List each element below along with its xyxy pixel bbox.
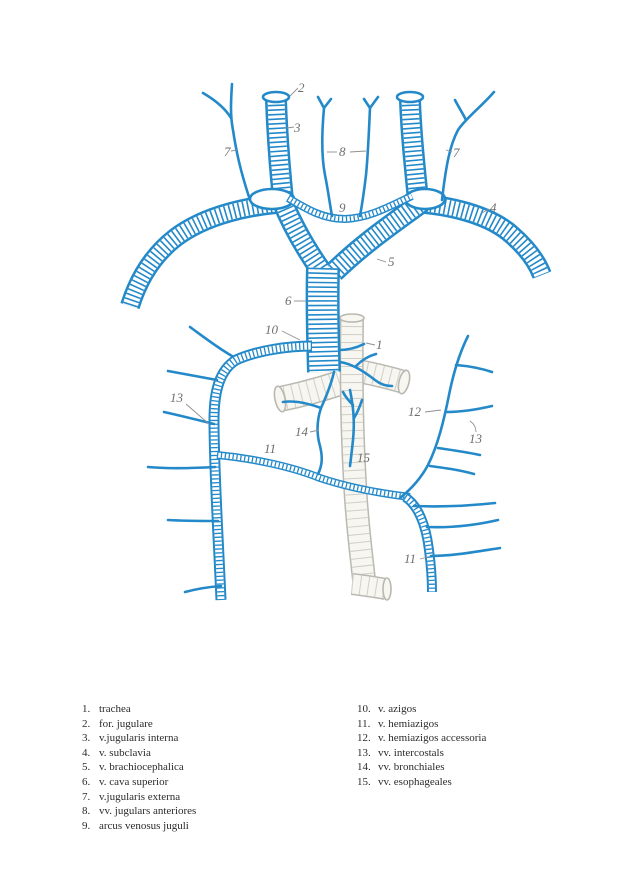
legend-item: 5. v. brachiocephalica <box>82 760 196 775</box>
bronchus-left-end <box>273 385 287 413</box>
accessory-hemiazygos-vein <box>398 334 470 500</box>
legend-text: vv. jugulars anteriores <box>99 805 197 818</box>
esophagus-tube <box>339 313 392 601</box>
legend-text: v. cava superior <box>99 775 169 788</box>
hemiazygos-vein <box>217 455 410 497</box>
legend-number: 6. <box>82 775 91 788</box>
legend-text: v. hemiazigos accessoria <box>378 732 487 745</box>
label-esophageales: 15 <box>357 450 371 465</box>
label-subclavia: 4 <box>490 200 497 215</box>
hemiazygos-vein-lower <box>405 497 432 592</box>
legend-text: v. brachiocephalica <box>99 761 184 774</box>
legend-item: 11. v. hemiazigos <box>357 717 486 732</box>
legend-column-right: 10. v. azigos 11. v. hemiazigos 12. v. hemi… <box>357 702 486 790</box>
label-jugularis-externa-right: 7 <box>453 145 460 160</box>
legend-number: 9. <box>82 819 91 832</box>
venous-system-diagram: 2 3 8 7 7 9 4 5 6 10 1 13 12 14 13 11 15… <box>0 80 640 680</box>
diagram-labels: 2 3 8 7 7 9 4 5 6 10 1 13 12 14 13 11 15… <box>170 80 497 566</box>
legend-text: trachea <box>99 703 131 715</box>
label-azigos: 10 <box>265 322 279 337</box>
label-bronchiales: 14 <box>295 424 309 439</box>
bronchus-left <box>272 383 340 413</box>
legend-item: 7. v.jugularis externa <box>82 790 196 805</box>
legend-item: 12. v. hemiazigos accessoria <box>357 731 486 746</box>
legend-number: 11. <box>357 717 371 730</box>
label-cava-superior: 6 <box>285 293 292 308</box>
legend-text: v. azigos <box>378 703 417 715</box>
legend-number: 3. <box>82 732 91 745</box>
subclavian-vein-left <box>130 203 290 306</box>
bronchus-right-end <box>397 369 411 395</box>
legend-text: v. subclavia <box>99 746 151 759</box>
legend-number: 14. <box>357 761 371 774</box>
label-leader-lines <box>185 87 490 560</box>
legend-text: vv. intercostals <box>378 746 444 759</box>
label-foramen-jugulare: 2 <box>298 80 305 95</box>
legend-number: 7. <box>82 790 91 803</box>
subclavian-vein-right <box>412 203 542 275</box>
legend-item: 2. for. jugulare <box>82 717 196 732</box>
venous-angle-left <box>248 187 296 211</box>
trachea-structure <box>272 313 412 601</box>
bronchus-right <box>358 369 412 395</box>
label-hemiazigos-right: 11 <box>404 551 416 566</box>
legend-item: 10. v. azigos <box>357 702 486 717</box>
foramen-jugulare-right <box>395 90 425 104</box>
label-brachiocephalica: 5 <box>388 254 395 269</box>
label-jugularis-externa-left: 7 <box>224 144 231 159</box>
label-hemiazigos-accessoria: 12 <box>408 404 422 419</box>
legend-item: 6. v. cava superior <box>82 775 196 790</box>
legend-number: 2. <box>82 717 91 730</box>
legend-number: 5. <box>82 761 91 774</box>
external-jugular-vein-right <box>440 90 496 202</box>
internal-jugular-vein-left <box>276 100 283 200</box>
label-hemiazigos-left: 11 <box>264 441 276 456</box>
legend-number: 15. <box>357 775 371 788</box>
legend-number: 8. <box>82 805 91 818</box>
label-intercostales-right: 13 <box>469 431 483 446</box>
label-intercostales-left: 13 <box>170 390 184 405</box>
esophagus-top-end <box>339 313 365 323</box>
legend-item: 14. vv. bronchiales <box>357 760 486 775</box>
internal-jugular-vein-right <box>410 100 418 200</box>
legend-number: 13. <box>357 746 371 759</box>
superior-vena-cava <box>323 268 324 372</box>
legend-text: vv. bronchiales <box>378 761 445 774</box>
legend-text: v. hemiazigos <box>378 717 439 730</box>
intercostal-veins-right <box>412 363 502 558</box>
bronchial-veins <box>281 342 394 476</box>
legend-text: v.jugularis interna <box>99 732 179 745</box>
legend-text: v.jugularis externa <box>99 790 181 803</box>
legend-item: 13. vv. intercostals <box>357 746 486 761</box>
label-jugularis-interna: 3 <box>293 120 301 135</box>
legend-item: 15. vv. esophageales <box>357 775 486 790</box>
label-jugulares-anteriores: 8 <box>339 144 346 159</box>
anterior-jugular-veins <box>316 95 380 218</box>
intercostal-veins-left <box>146 325 234 594</box>
legend-number: 1. <box>82 703 91 715</box>
label-trachea: 1 <box>376 337 383 352</box>
external-jugular-vein-left <box>201 82 252 202</box>
foramen-jugulare-left <box>261 90 291 104</box>
label-arcus-venosus: 9 <box>339 200 346 215</box>
legend-column-left: 1. trachea 2. for. jugulare 3. v.jugularis … <box>82 702 196 833</box>
legend-number: 12. <box>357 732 371 745</box>
legend-item: 8. vv. jugulars anteriores <box>82 804 196 819</box>
legend: 1. trachea 2. for. jugulare 3. v.jugularis … <box>0 702 640 842</box>
legend-item: 3. v.jugularis interna <box>82 731 196 746</box>
legend-item: 9. arcus venosus juguli <box>82 819 196 834</box>
esophageal-veins <box>341 388 364 468</box>
legend-item: 4. v. subclavia <box>82 746 196 761</box>
legend-number: 4. <box>82 746 91 759</box>
legend-item: 1. trachea <box>82 702 196 717</box>
esophagus-bottom-end <box>382 577 392 601</box>
legend-text: arcus venosus juguli <box>99 819 189 832</box>
legend-text: vv. esophageales <box>378 775 452 788</box>
legend-text: for. jugulare <box>99 717 153 730</box>
legend-number: 10. <box>357 703 371 715</box>
